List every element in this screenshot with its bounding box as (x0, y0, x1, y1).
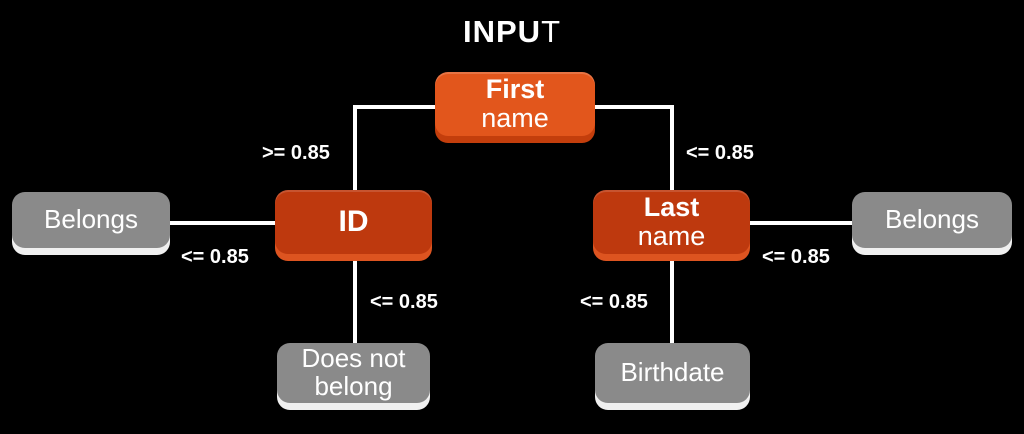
node-belongs-left-label: Belongs (44, 204, 138, 235)
edge-first-to-id-horizontal (353, 105, 437, 109)
edge-label-last-to-birthdate: <= 0.85 (580, 291, 648, 313)
node-belongs-right-label: Belongs (885, 204, 979, 235)
edge-label-last-to-belongs: <= 0.85 (762, 246, 830, 268)
node-belongs-right: Belongs (852, 192, 1012, 248)
node-does-not-belong-line1: Does not (301, 343, 406, 374)
edge-label-first-to-id: >= 0.85 (262, 142, 330, 164)
node-first-name-line1: First (485, 74, 545, 105)
node-first-name: First name (435, 72, 595, 136)
node-last-name-line1: Last (643, 192, 700, 223)
edge-first-to-id-vertical (353, 105, 357, 193)
diagram-title: INPUT (0, 16, 1024, 47)
node-id-line1: ID (338, 205, 369, 239)
edge-label-id-to-does-not-belong: <= 0.85 (370, 291, 438, 313)
node-does-not-belong-line2: belong (314, 371, 393, 401)
edge-first-to-last-vertical (670, 105, 674, 193)
diagram-title-light: T (541, 14, 561, 49)
node-birthdate-label: Birthdate (620, 357, 725, 388)
node-does-not-belong: Does not belong (277, 343, 430, 403)
node-last-name: Last name (593, 190, 750, 254)
edge-belongs-left-to-id (168, 221, 278, 225)
node-id: ID (275, 190, 432, 254)
node-last-name-line2: name (637, 221, 706, 251)
edge-id-to-does-not-belong (353, 252, 357, 346)
edge-first-to-last-horizontal (593, 105, 673, 109)
edge-last-to-belongs-right (748, 221, 855, 225)
diagram-title-bold: INPU (462, 14, 542, 49)
edge-last-to-birthdate (670, 252, 674, 346)
node-belongs-left: Belongs (12, 192, 170, 248)
edge-label-first-to-last: <= 0.85 (686, 142, 754, 164)
edge-label-belongs-to-id: <= 0.85 (181, 246, 249, 268)
node-birthdate: Birthdate (595, 343, 750, 403)
node-first-name-line2: name (481, 103, 549, 133)
